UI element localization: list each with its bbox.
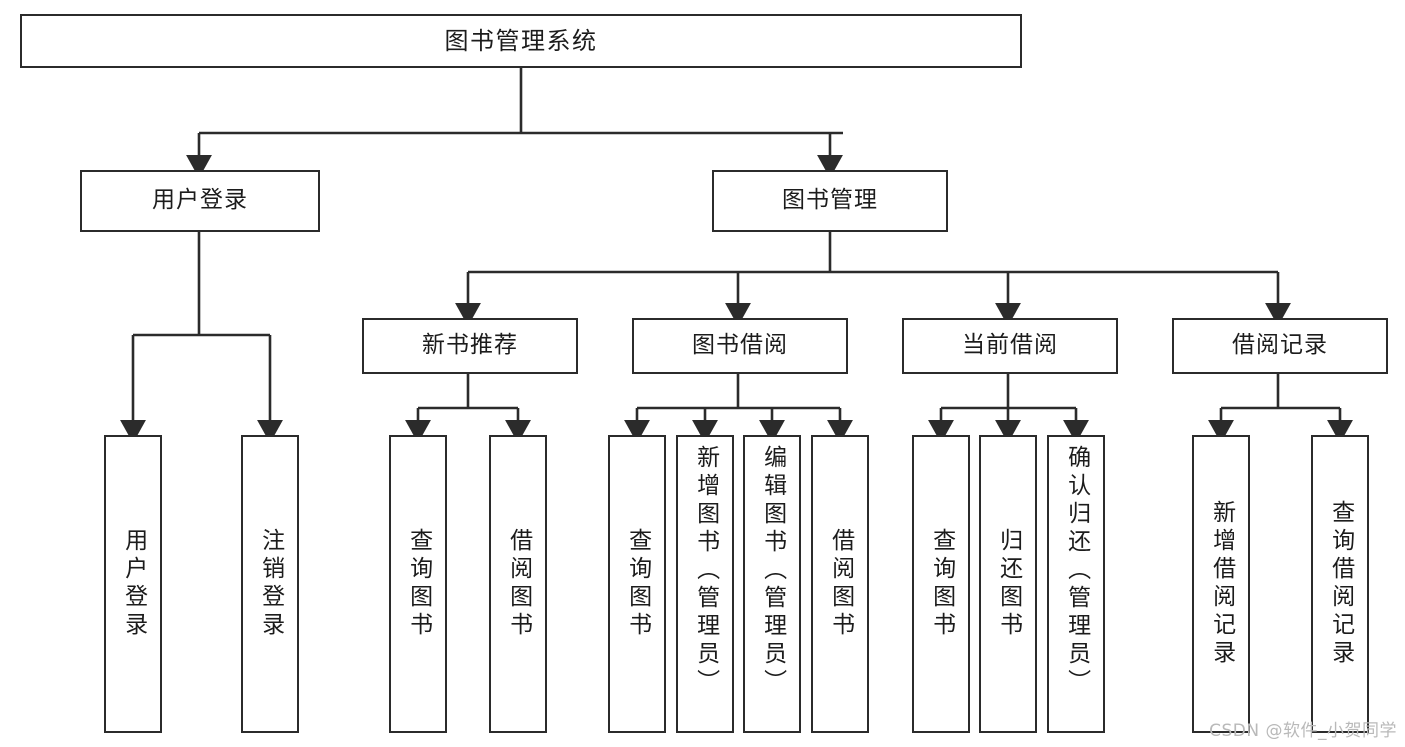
node-book-manage-label: 图书管理: [782, 187, 878, 214]
leaf-return-book[interactable]: 归还图书: [979, 435, 1037, 733]
leaf-add-record-label: 新增借阅记录: [1208, 500, 1235, 668]
leaf-query-book-1[interactable]: 查询图书: [389, 435, 447, 733]
leaf-edit-book-label: 编辑图书（管理员）: [759, 445, 786, 697]
leaf-borrow-book-1[interactable]: 借阅图书: [489, 435, 547, 733]
node-new-book-rec-label: 新书推荐: [422, 332, 518, 359]
node-current-borrow-label: 当前借阅: [962, 332, 1058, 359]
leaf-confirm-return[interactable]: 确认归还（管理员）: [1047, 435, 1105, 733]
leaf-add-book[interactable]: 新增图书（管理员）: [676, 435, 734, 733]
leaf-query-book-1-label: 查询图书: [405, 528, 432, 640]
leaf-borrow-book-2[interactable]: 借阅图书: [811, 435, 869, 733]
leaf-query-book-2[interactable]: 查询图书: [608, 435, 666, 733]
watermark: CSDN @软件_小贺同学: [1209, 721, 1397, 741]
leaf-query-book-3-label: 查询图书: [928, 528, 955, 640]
node-borrow-record[interactable]: 借阅记录: [1172, 318, 1388, 374]
leaf-borrow-book-1-label: 借阅图书: [505, 528, 532, 640]
leaf-query-record-label: 查询借阅记录: [1327, 500, 1354, 668]
node-borrow-record-label: 借阅记录: [1232, 332, 1328, 359]
leaf-user-logout[interactable]: 注销登录: [241, 435, 299, 733]
leaf-user-login[interactable]: 用户登录: [104, 435, 162, 733]
node-user-login[interactable]: 用户登录: [80, 170, 320, 232]
leaf-edit-book[interactable]: 编辑图书（管理员）: [743, 435, 801, 733]
node-new-book-rec[interactable]: 新书推荐: [362, 318, 578, 374]
leaf-return-book-label: 归还图书: [995, 528, 1022, 640]
leaf-query-record[interactable]: 查询借阅记录: [1311, 435, 1369, 733]
node-current-borrow[interactable]: 当前借阅: [902, 318, 1118, 374]
node-book-borrow-label: 图书借阅: [692, 332, 788, 359]
node-root[interactable]: 图书管理系统: [20, 14, 1022, 68]
leaf-borrow-book-2-label: 借阅图书: [827, 528, 854, 640]
leaf-user-logout-label: 注销登录: [257, 528, 284, 640]
leaf-confirm-return-label: 确认归还（管理员）: [1063, 445, 1090, 697]
leaf-user-login-label: 用户登录: [120, 528, 147, 640]
leaf-query-book-2-label: 查询图书: [624, 528, 651, 640]
leaf-query-book-3[interactable]: 查询图书: [912, 435, 970, 733]
leaf-add-record[interactable]: 新增借阅记录: [1192, 435, 1250, 733]
node-book-manage[interactable]: 图书管理: [712, 170, 948, 232]
node-user-login-label: 用户登录: [152, 187, 248, 214]
node-root-label: 图书管理系统: [444, 26, 598, 55]
node-book-borrow[interactable]: 图书借阅: [632, 318, 848, 374]
leaf-add-book-label: 新增图书（管理员）: [692, 445, 719, 697]
